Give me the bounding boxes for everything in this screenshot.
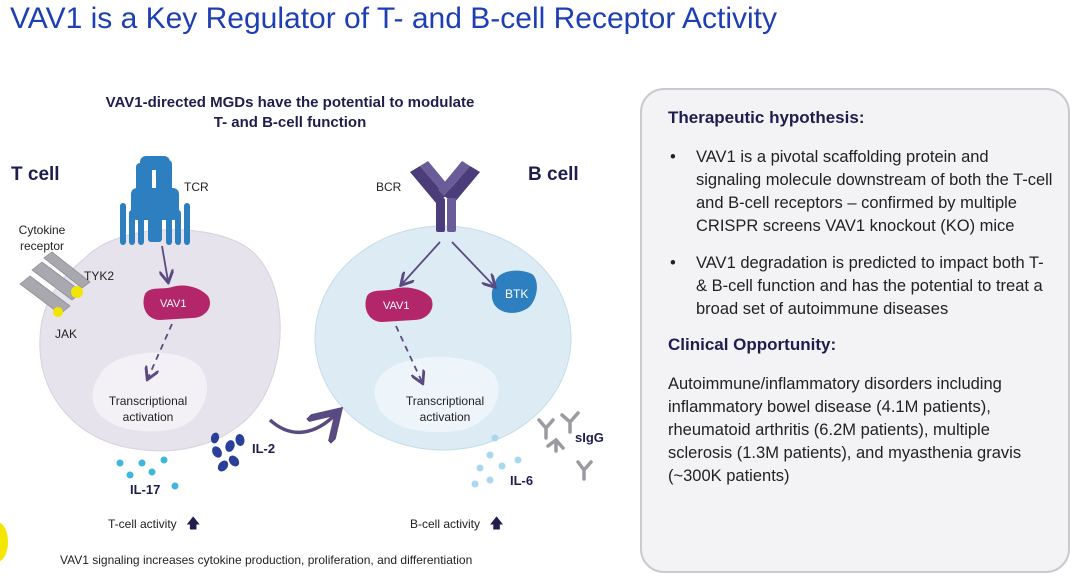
t-transcriptional-line2: activation (122, 410, 174, 424)
page-title: VAV1 is a Key Regulator of T- and B-cell… (10, 2, 778, 35)
il2-dots (210, 432, 245, 472)
il6-label: IL-6 (510, 473, 534, 488)
diagram-subtitle-line1: VAV1-directed MGDs have the potential to… (105, 94, 475, 111)
t-cell-up-arrow-icon: 🡅 (186, 515, 201, 531)
clinical-opportunity-text: Autoimmune/inflammatory disorders includ… (668, 375, 1022, 485)
t-cell-nucleus (92, 352, 208, 432)
sigg-antibodies (537, 411, 593, 481)
t-vav1-shape (143, 285, 211, 320)
jak-dot (53, 307, 63, 317)
b-cell-activity-label: B-cell activity 🡅 (410, 513, 504, 537)
therapeutic-hypothesis-heading: Therapeutic hypothesis: (668, 108, 865, 127)
t-transcriptional-label: Transcriptional activation (96, 393, 200, 425)
bullet-1-icon: • (670, 148, 676, 166)
bcr-label: BCR (376, 180, 402, 194)
cytokine-receptor (19, 251, 91, 315)
tyk2-label: TYK2 (84, 269, 115, 283)
clinical-opportunity-heading: Clinical Opportunity: (668, 335, 837, 354)
hypothesis-bullet-1: • VAV1 is a pivotal scaffolding protein … (668, 146, 1054, 238)
t-to-b-arrow (268, 414, 336, 432)
hypothesis-bullet-1-text: VAV1 is a pivotal scaffolding protein an… (696, 148, 1053, 235)
bullet-2-icon: • (670, 254, 676, 272)
b-transcriptional-label: Transcriptional activation (393, 393, 497, 425)
yellow-edge-shape (0, 522, 8, 562)
il6-dots (471, 434, 522, 488)
diagram-subtitle-line2: T- and B-cell function (213, 114, 367, 131)
btk-label: BTK (505, 287, 529, 301)
tcr-label: TCR (184, 180, 209, 194)
diagram-caption: VAV1 signaling increases cytokine produc… (60, 553, 473, 567)
signaling-diagram (19, 156, 593, 490)
t-cell-activity-text: T-cell activity (108, 517, 177, 531)
b-cell-up-arrow-icon: 🡅 (489, 515, 504, 531)
b-transcriptional-line2: activation (419, 410, 471, 424)
diagram-subtitle: VAV1-directed MGDs have the potential to… (40, 93, 540, 133)
b-cell-nucleus (374, 357, 499, 433)
il17-label: IL-17 (130, 482, 161, 497)
btk-shape (491, 270, 537, 313)
tyk2-dot (71, 286, 83, 298)
t-cell-title: T cell (11, 164, 60, 185)
b-transcriptional-line1: Transcriptional (405, 394, 485, 408)
sigg-label: sIgG (575, 430, 604, 445)
tcr-receptor (120, 156, 190, 245)
b-vav1-label: VAV1 (383, 300, 410, 312)
cytokine-receptor-line1: Cytokine (18, 223, 66, 237)
cytokine-receptor-label: Cytokine receptor (10, 222, 74, 254)
t-cell-activity-label: T-cell activity 🡅 (108, 513, 200, 537)
il2-label: IL-2 (252, 441, 276, 456)
b-cell-title: B cell (528, 164, 579, 185)
il17-dots (116, 456, 179, 490)
t-transcriptional-line1: Transcriptional (108, 394, 188, 408)
hypothesis-bullet-2-text: VAV1 degradation is predicted to impact … (696, 254, 1044, 318)
t-vav1-label: VAV1 (160, 298, 187, 310)
cytokine-receptor-line2: receptor (19, 239, 65, 253)
hypothesis-panel: Therapeutic hypothesis: • VAV1 is a pivo… (640, 88, 1070, 573)
jak-label: JAK (55, 327, 78, 341)
hypothesis-bullet-list: • VAV1 is a pivotal scaffolding protein … (668, 146, 1054, 321)
hypothesis-bullet-2: • VAV1 degradation is predicted to impac… (668, 252, 1054, 321)
bcr-receptor (410, 161, 480, 232)
b-vav1-shape (365, 287, 433, 322)
b-cell-activity-text: B-cell activity (410, 517, 481, 531)
